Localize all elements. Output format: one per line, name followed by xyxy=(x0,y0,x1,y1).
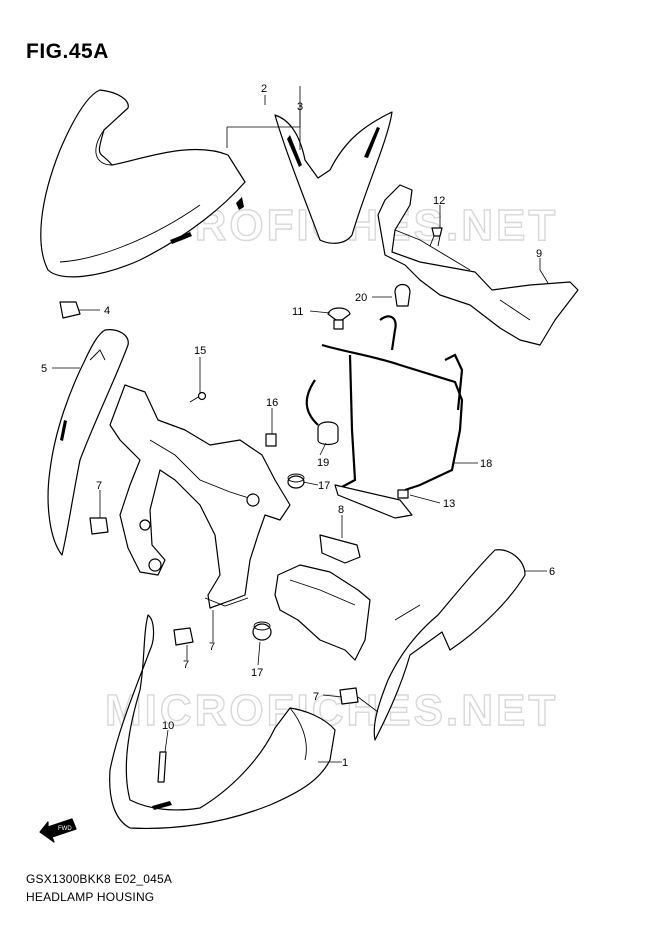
callout-20: 20 xyxy=(355,292,367,304)
part-12-bolt xyxy=(327,307,351,330)
callout-17b: 17 xyxy=(251,667,263,679)
callout-12: 11 xyxy=(292,306,303,318)
callout-11: 10 xyxy=(162,720,174,732)
part-1-lower-cowl xyxy=(109,614,336,829)
part-17-grommet-upper xyxy=(287,473,305,489)
callout-3: 3 xyxy=(297,101,303,113)
callout-6: 6 xyxy=(549,566,555,578)
part-4-cushion xyxy=(59,301,81,319)
part-18-stay xyxy=(305,315,464,519)
figure-title: FIG.45A xyxy=(26,40,109,63)
callout-17a: 17 xyxy=(318,480,330,492)
fwd-label: FWD xyxy=(58,826,72,832)
callout-10: 9 xyxy=(536,248,542,260)
callout-2: 2 xyxy=(261,83,267,95)
part-19-cap xyxy=(317,421,339,446)
part-13-screw xyxy=(429,227,443,247)
figure-caption: HEADLAMP HOUSING xyxy=(26,890,155,904)
part-17-grommet-lower xyxy=(252,621,272,641)
callout-1: 1 xyxy=(342,757,348,769)
figure-code: GSX1300BKK8 E02_045A xyxy=(26,872,173,886)
callout-19: 19 xyxy=(317,457,329,469)
callout-9: 8 xyxy=(338,504,344,516)
part-5-side-cover xyxy=(47,329,129,556)
part-7-cushion-b xyxy=(173,627,194,646)
fwd-arrow-icon: FWD xyxy=(39,818,77,843)
callout-18: 18 xyxy=(480,458,492,470)
part-7-cushion-a xyxy=(89,517,109,535)
callout-4: 4 xyxy=(104,305,110,317)
callout-16: 16 xyxy=(266,397,278,409)
callout-5: 5 xyxy=(41,363,47,375)
callout-14: 13 xyxy=(443,498,455,510)
callout-15: 15 xyxy=(194,345,206,357)
part-14-bolt xyxy=(397,489,409,499)
part-8-bracket xyxy=(109,384,291,609)
callout-13: 12 xyxy=(433,195,445,207)
part-2-upper-cowl xyxy=(40,89,246,278)
part-20-grommet xyxy=(394,283,411,307)
part-15-screw xyxy=(189,391,207,403)
part-9-duct xyxy=(274,534,371,661)
part-11-seal xyxy=(157,751,167,783)
leader-lines xyxy=(52,86,549,763)
part-3-center-panel xyxy=(274,111,393,244)
part-16-nut xyxy=(265,433,277,447)
callout-7b: 7 xyxy=(183,659,189,671)
part-6-side-panel xyxy=(373,549,526,741)
part-7-cushion-c xyxy=(339,687,359,705)
part-10-bracket xyxy=(377,184,579,346)
callout-8: 7 xyxy=(209,641,215,653)
callout-7c: 7 xyxy=(313,691,319,703)
callout-7a: 7 xyxy=(96,480,102,492)
